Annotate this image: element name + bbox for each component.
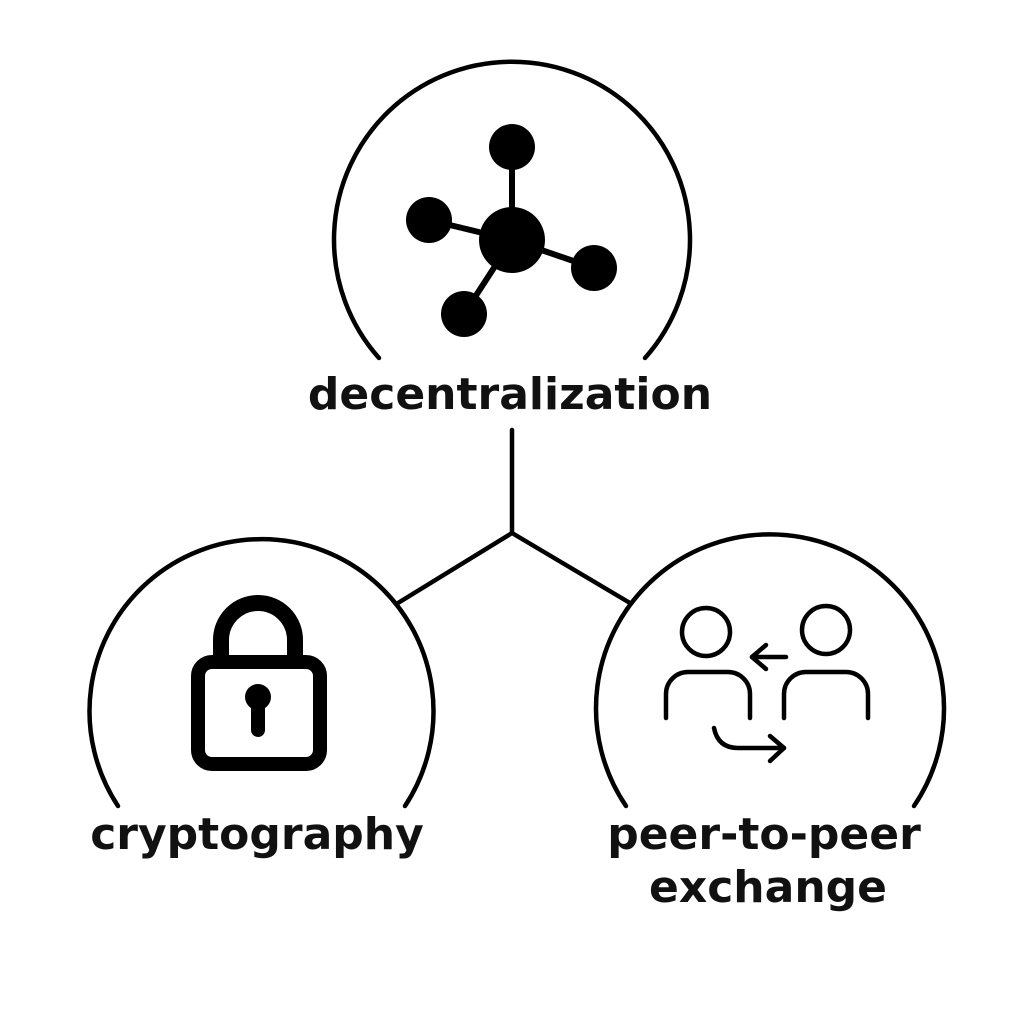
- node-circle-right: [593, 532, 947, 809]
- network-hub-icon: [406, 124, 617, 337]
- person-left-head: [679, 605, 733, 659]
- padlock-shackle: [213, 595, 303, 662]
- label-cryptography: cryptography: [90, 809, 424, 860]
- padlock-icon: [191, 595, 327, 771]
- arrow-right-icon: [711, 725, 787, 751]
- person-left-body: [663, 669, 753, 721]
- connector-left: [395, 530, 515, 606]
- label-peer-to-peer: peer-to-peer: [607, 809, 921, 860]
- person-right-body: [781, 669, 871, 721]
- connector-right: [509, 530, 633, 606]
- node-decentralization: decentralization: [308, 59, 712, 420]
- node-circle-top: [331, 59, 693, 361]
- label-decentralization: decentralization: [308, 369, 712, 420]
- person-right-head: [799, 603, 853, 657]
- padlock-body: [191, 655, 327, 771]
- node-cryptography: cryptography: [87, 536, 436, 860]
- people-exchange-icon: [663, 603, 871, 764]
- label-exchange: exchange: [649, 862, 887, 913]
- connectors: [395, 427, 633, 606]
- node-circle-left: [87, 536, 436, 809]
- hub-center: [479, 207, 545, 273]
- node-peer-to-peer-exchange: peer-to-peer exchange: [593, 532, 947, 913]
